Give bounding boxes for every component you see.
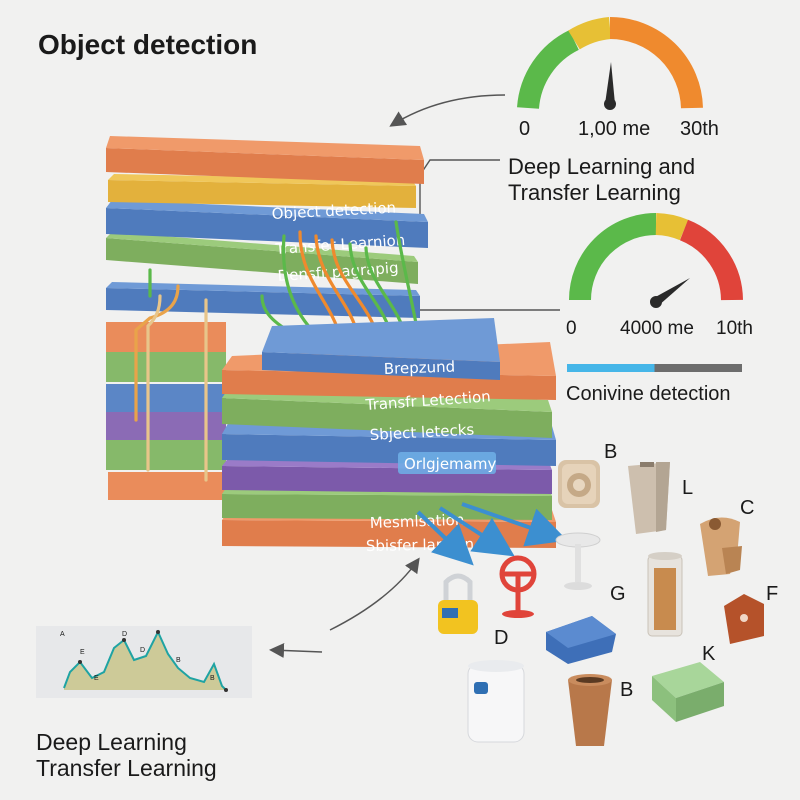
page-title: Object detection (38, 29, 257, 60)
output-arrows (416, 502, 568, 566)
arrow-objects-to-stack (329, 557, 420, 631)
progress-caption: Conivine detection (566, 383, 731, 405)
gauge-mid-needle-hub (650, 296, 662, 308)
back-slab-orange-low (108, 472, 226, 500)
faucet-icon (499, 555, 537, 612)
mini-chart-point (78, 660, 82, 664)
bottom-caption-line1: Deep Learning (36, 729, 187, 755)
mini-chart-point (122, 638, 126, 642)
green-box-icon (652, 662, 724, 722)
gauge-top-min-label: 0 (519, 118, 530, 140)
vase-icon (628, 462, 670, 534)
back-slab-yellow-side (108, 180, 416, 208)
back-slab-blue-2-side (106, 208, 428, 248)
object-label-c: C (740, 497, 754, 519)
back-slab-yellow-top (108, 174, 416, 186)
gauge-top-caption-line1: Deep Learning and (508, 154, 695, 179)
object-label-l: L (682, 477, 693, 499)
object-label-g: G (610, 583, 626, 605)
faucet-base (502, 610, 534, 618)
front-slab-purple-side (222, 466, 552, 494)
gauge-top-max-label: 30th (680, 118, 719, 140)
back-slab-blue-2-top (106, 200, 428, 222)
stool-icon (555, 532, 601, 590)
gauge-top-yellow-arc (568, 17, 612, 50)
front-label-chip (398, 452, 496, 474)
gauge-mid-yellow-arc (655, 213, 689, 241)
gauge-top-needle (605, 62, 615, 104)
front-layer-label-1: Brepzund (384, 358, 456, 378)
back-slab-purple-low (106, 412, 226, 440)
mini-chart-label: B (210, 675, 215, 682)
mini-chart-line (63, 629, 227, 691)
mini-chart-point (224, 688, 228, 692)
gauge-top-needle-hub (604, 98, 616, 110)
white-container-icon (467, 660, 525, 743)
arrow-gauge-to-stack (389, 94, 506, 127)
mini-chart: A D E D B E B (36, 626, 252, 698)
front-slab-green-bottom-side (222, 494, 552, 520)
tag-block-icon (724, 594, 764, 644)
blue-cushion-icon (546, 616, 616, 664)
mini-chart-label: E (94, 675, 99, 682)
gauge-top-caption-line2: Transfer Learning (508, 180, 681, 205)
back-slab-blue-low (106, 384, 226, 412)
progress-fill (567, 364, 655, 372)
gauge-mid (569, 213, 743, 308)
object-label-k: K (702, 643, 716, 665)
gauge-top (517, 17, 703, 110)
wood-block-icon (700, 517, 742, 576)
padlock-icon (438, 573, 478, 634)
mini-chart-label: D (122, 631, 127, 638)
bottom-caption-line2: Transfer Learning (36, 755, 217, 781)
back-slab-green-low2 (106, 440, 226, 470)
object-label-b-1: B (604, 441, 617, 463)
cup-icon (568, 674, 612, 746)
gauge-mid-max-label: 10th (716, 318, 753, 339)
back-slab-blue-4-top (106, 282, 420, 296)
front-slab-green-mid-side (222, 398, 552, 438)
gauge-mid-green-arc (569, 213, 657, 301)
front-slab-blue-top-face (262, 318, 500, 362)
gauge-top-mid-label: 1,00 me (578, 118, 650, 140)
speaker-box-icon (558, 460, 600, 508)
glass-cylinder-icon (647, 552, 683, 637)
object-label-d: D (494, 627, 508, 649)
front-layer-label-4: Orlgjemamy (404, 455, 496, 473)
object-label-f: F (766, 583, 778, 605)
mini-chart-label: D (140, 647, 145, 654)
mini-chart-label: E (80, 649, 85, 656)
gauge-top-green-arc (517, 30, 580, 110)
back-slab-orange-mid (106, 322, 226, 352)
gauge-mid-red-arc (679, 219, 743, 301)
mini-chart-label: A (60, 631, 65, 638)
connector-caption-to-stack (419, 159, 500, 215)
front-layer-label-3: Sbject letecks (369, 421, 475, 444)
back-slab-green-3-top (106, 232, 418, 262)
object-label-b-2: B (620, 679, 633, 701)
back-slab-orange-top-face (106, 136, 424, 160)
back-slab-green-low (106, 352, 226, 382)
arrow-to-chart (269, 642, 323, 658)
gauge-mid-min-label: 0 (566, 318, 577, 339)
front-slab-blue-top-side (262, 352, 500, 380)
mini-chart-label: B (176, 657, 181, 664)
gauge-mid-mid-label: 4000 me (620, 318, 694, 339)
mini-chart-point (156, 630, 160, 634)
gauge-top-orange-arc (609, 17, 703, 109)
